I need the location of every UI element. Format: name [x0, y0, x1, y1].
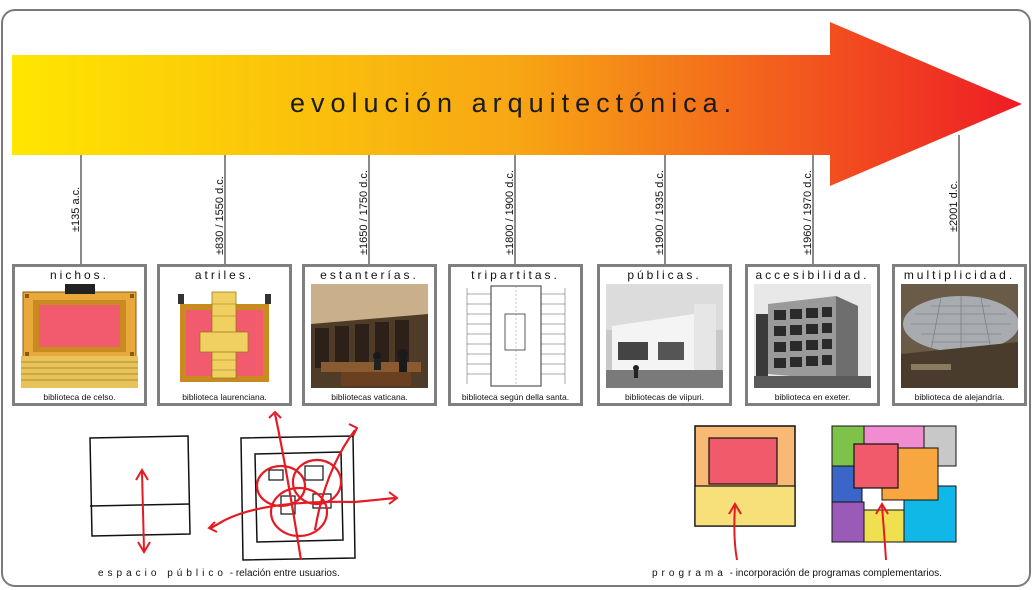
card-tripartitas: tripartitas. biblioteca según della sant…: [448, 264, 583, 406]
card-multiplicidad: multiplicidad. biblioteca de alejandría.: [892, 264, 1027, 406]
timeline-stem: [664, 155, 666, 264]
banner-title: evolución arquitectónica.: [290, 88, 738, 118]
card-estanterias: estanterías. bibliotecas vaticana.: [302, 264, 437, 406]
public-space-label-desc: - relación entre usuarios.: [229, 568, 340, 579]
card-title: atriles.: [194, 268, 255, 282]
date-label: ±1800 / 1900 d.c.: [504, 170, 516, 255]
card-caption: biblioteca según della santa.: [461, 392, 570, 402]
timeline-stem: [812, 155, 814, 264]
program-label-desc: - incorporación de programas complementa…: [729, 568, 942, 579]
timeline-arrow: [12, 22, 1022, 186]
program-sketch-1: [694, 425, 796, 561]
photo-vaticana-image: [311, 284, 428, 388]
public-space-sketch-2: [207, 410, 399, 561]
card-nichos: nichos. biblioteca de celso.: [12, 264, 147, 406]
photo-viipuri-image: [606, 284, 723, 388]
card-title: tripartitas.: [471, 268, 560, 282]
card-title: estanterías.: [320, 268, 419, 282]
timeline-stem: [368, 155, 370, 264]
card-caption: bibliotecas vaticana.: [331, 392, 408, 402]
plan-laurenciana-image: [166, 284, 283, 388]
date-label: ±1960 / 1970 d.c.: [802, 170, 814, 255]
photo-alejandria-image: [901, 284, 1018, 388]
card-title: nichos.: [49, 268, 110, 282]
timeline-stem: [514, 155, 516, 264]
program-label-main: programa: [652, 568, 727, 579]
card-title: públicas.: [627, 268, 702, 282]
public-space-sketch-1: [89, 435, 191, 554]
card-caption: biblioteca de celso.: [43, 392, 116, 402]
card-caption: bibliotecas de viipuri.: [625, 392, 704, 402]
card-caption: biblioteca de alejandría.: [914, 392, 1005, 402]
card-title: multiplicidad.: [903, 268, 1016, 282]
photo-exeter-image: [754, 284, 871, 388]
card-accesibilidad: accesibilidad. biblioteca en exeter.: [745, 264, 880, 406]
program-sketch-2: [831, 425, 957, 560]
public-space-label-main: espacio público: [98, 568, 227, 579]
date-label: ±830 / 1550 d.c.: [214, 176, 226, 255]
card-caption: biblioteca en exeter.: [774, 392, 851, 402]
date-label: ±1900 / 1935 d.c.: [654, 170, 666, 255]
card-publicas: públicas. bibliotecas de viipuri.: [597, 264, 732, 406]
card-title: accesibilidad.: [755, 268, 870, 282]
card-atriles: atriles. biblioteca laurenciana.: [157, 264, 292, 406]
date-label: ±2001 d.c.: [948, 180, 960, 232]
plan-della-santa-image: [457, 284, 574, 388]
timeline-stem: [958, 135, 960, 264]
timeline-stem: [224, 155, 226, 264]
public-space-label: espacio público - relación entre usuario…: [98, 568, 340, 579]
program-label: programa - incorporación de programas co…: [652, 568, 942, 579]
date-label: ±1650 / 1750 d.c.: [358, 170, 370, 255]
card-caption: biblioteca laurenciana.: [182, 392, 267, 402]
date-label: ±135 a.c.: [70, 186, 82, 232]
timeline-stem: [80, 155, 82, 264]
plan-celso-image: [21, 284, 138, 388]
